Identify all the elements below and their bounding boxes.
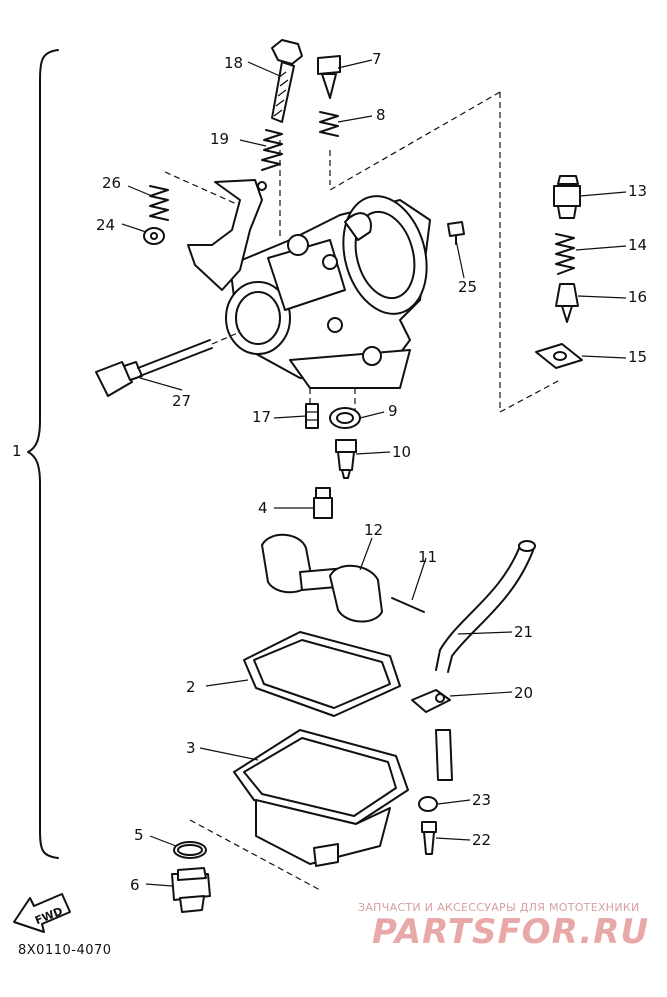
callout-2: 2 — [186, 678, 196, 696]
callout-8: 8 — [376, 106, 386, 124]
callout-14: 14 — [628, 236, 647, 254]
callout-20: 20 — [514, 684, 533, 702]
callout-1: 1 — [12, 442, 22, 460]
callout-3: 3 — [186, 739, 196, 757]
part-23-nut — [418, 796, 438, 812]
part-22-screw — [421, 821, 437, 855]
callout-10: 10 — [392, 443, 411, 461]
callout-17: 17 — [252, 408, 271, 426]
callout-6: 6 — [130, 876, 140, 894]
callout-23: 23 — [472, 791, 491, 809]
callout-26: 26 — [102, 174, 121, 192]
part-4-pilot-jet — [313, 487, 333, 519]
watermark-caption: ЗАПЧАСТИ И АКСЕССУАРЫ ДЛЯ МОТОТЕХНИКИ — [358, 901, 640, 914]
callout-19: 19 — [210, 130, 229, 148]
callout-22: 22 — [472, 831, 491, 849]
callout-11: 11 — [418, 548, 437, 566]
part-2-gasket — [243, 631, 401, 717]
part-16-valve — [555, 283, 579, 323]
callout-25: 25 — [458, 278, 477, 296]
part-7-pilot-screw — [317, 55, 341, 99]
drawing-code: 8X0110-4070 — [18, 943, 112, 958]
part-5-o-ring — [173, 841, 207, 859]
part-19-spring — [261, 129, 283, 171]
part-9-o-ring — [329, 407, 361, 429]
part-24-nut — [143, 227, 165, 245]
watermark-logo: PARTSFOR.RU — [372, 912, 650, 952]
alignment-lines — [164, 91, 561, 891]
part-26-spring — [149, 185, 169, 221]
assembly-bracket — [27, 49, 59, 859]
part-20-bracket — [411, 689, 453, 781]
part-15-washer — [535, 343, 583, 369]
callout-7: 7 — [372, 50, 382, 68]
part-10-main-jet — [335, 439, 357, 479]
callout-labels: 1 18 7 8 19 26 24 25 27 13 14 16 15 17 9… — [12, 50, 647, 894]
part-14-spring — [555, 233, 575, 275]
callout-13: 13 — [628, 182, 647, 200]
part-17-jet — [305, 403, 319, 429]
callout-9: 9 — [388, 402, 398, 420]
callout-12: 12 — [364, 521, 383, 539]
callout-24: 24 — [96, 216, 115, 234]
part-3-float-chamber — [233, 729, 409, 867]
part-13-cap — [553, 175, 581, 219]
carburetor-body — [187, 179, 431, 389]
fwd-arrow-icon: FWD — [13, 893, 71, 933]
part-11-pin — [391, 597, 425, 613]
callout-16: 16 — [628, 288, 647, 306]
part-8-spring — [319, 111, 339, 137]
part-27-adjust-screw — [95, 331, 241, 397]
callout-27: 27 — [172, 392, 191, 410]
callout-18: 18 — [224, 54, 243, 72]
callout-15: 15 — [628, 348, 647, 366]
part-18-screw — [271, 39, 303, 123]
callout-5: 5 — [134, 826, 144, 844]
part-6-drain-plug — [171, 867, 211, 913]
leader-lines — [121, 59, 627, 887]
part-12-float — [261, 533, 383, 623]
callout-4: 4 — [258, 499, 268, 517]
part-21-hose — [435, 540, 536, 673]
callout-21: 21 — [514, 623, 533, 641]
